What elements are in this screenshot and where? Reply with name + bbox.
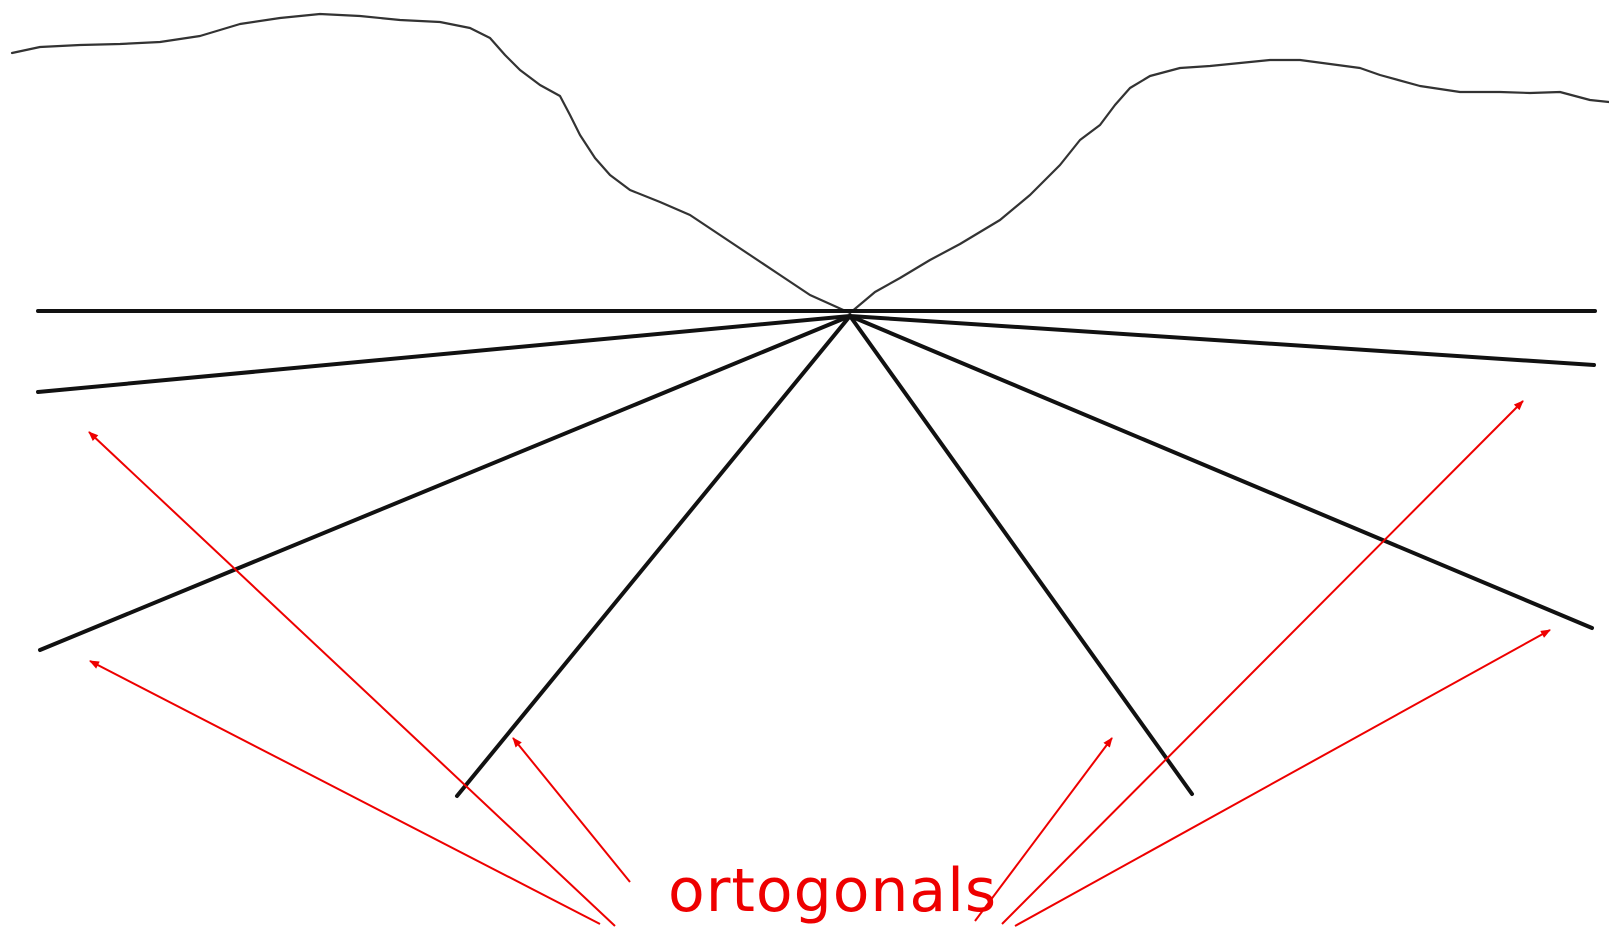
orthogonal-line-right-upper [848, 314, 1596, 367]
arrow-to-left-middle [89, 660, 601, 925]
arrow-to-right-lower [974, 737, 1113, 922]
orthogonal-line-right-lower [848, 314, 1194, 796]
left-mountain-outline [10, 12, 852, 315]
orthogonal-lines [36, 309, 1597, 798]
annotation-arrows [88, 400, 1551, 927]
orthogonal-line-right-middle [848, 314, 1594, 630]
ortogonals-label: ortogonals [668, 856, 997, 926]
mountain-outlines [10, 12, 1609, 315]
arrow-to-right-upper [1001, 400, 1524, 925]
arrow-to-left-upper [88, 431, 616, 927]
arrow-to-right-middle [1014, 629, 1551, 927]
orthogonal-line-left-lower [455, 314, 852, 798]
arrow-to-left-lower [512, 737, 631, 883]
right-mountain-outline [848, 58, 1609, 315]
orthogonal-line-left-middle [38, 314, 852, 652]
orthogonal-line-left-upper [36, 314, 852, 394]
